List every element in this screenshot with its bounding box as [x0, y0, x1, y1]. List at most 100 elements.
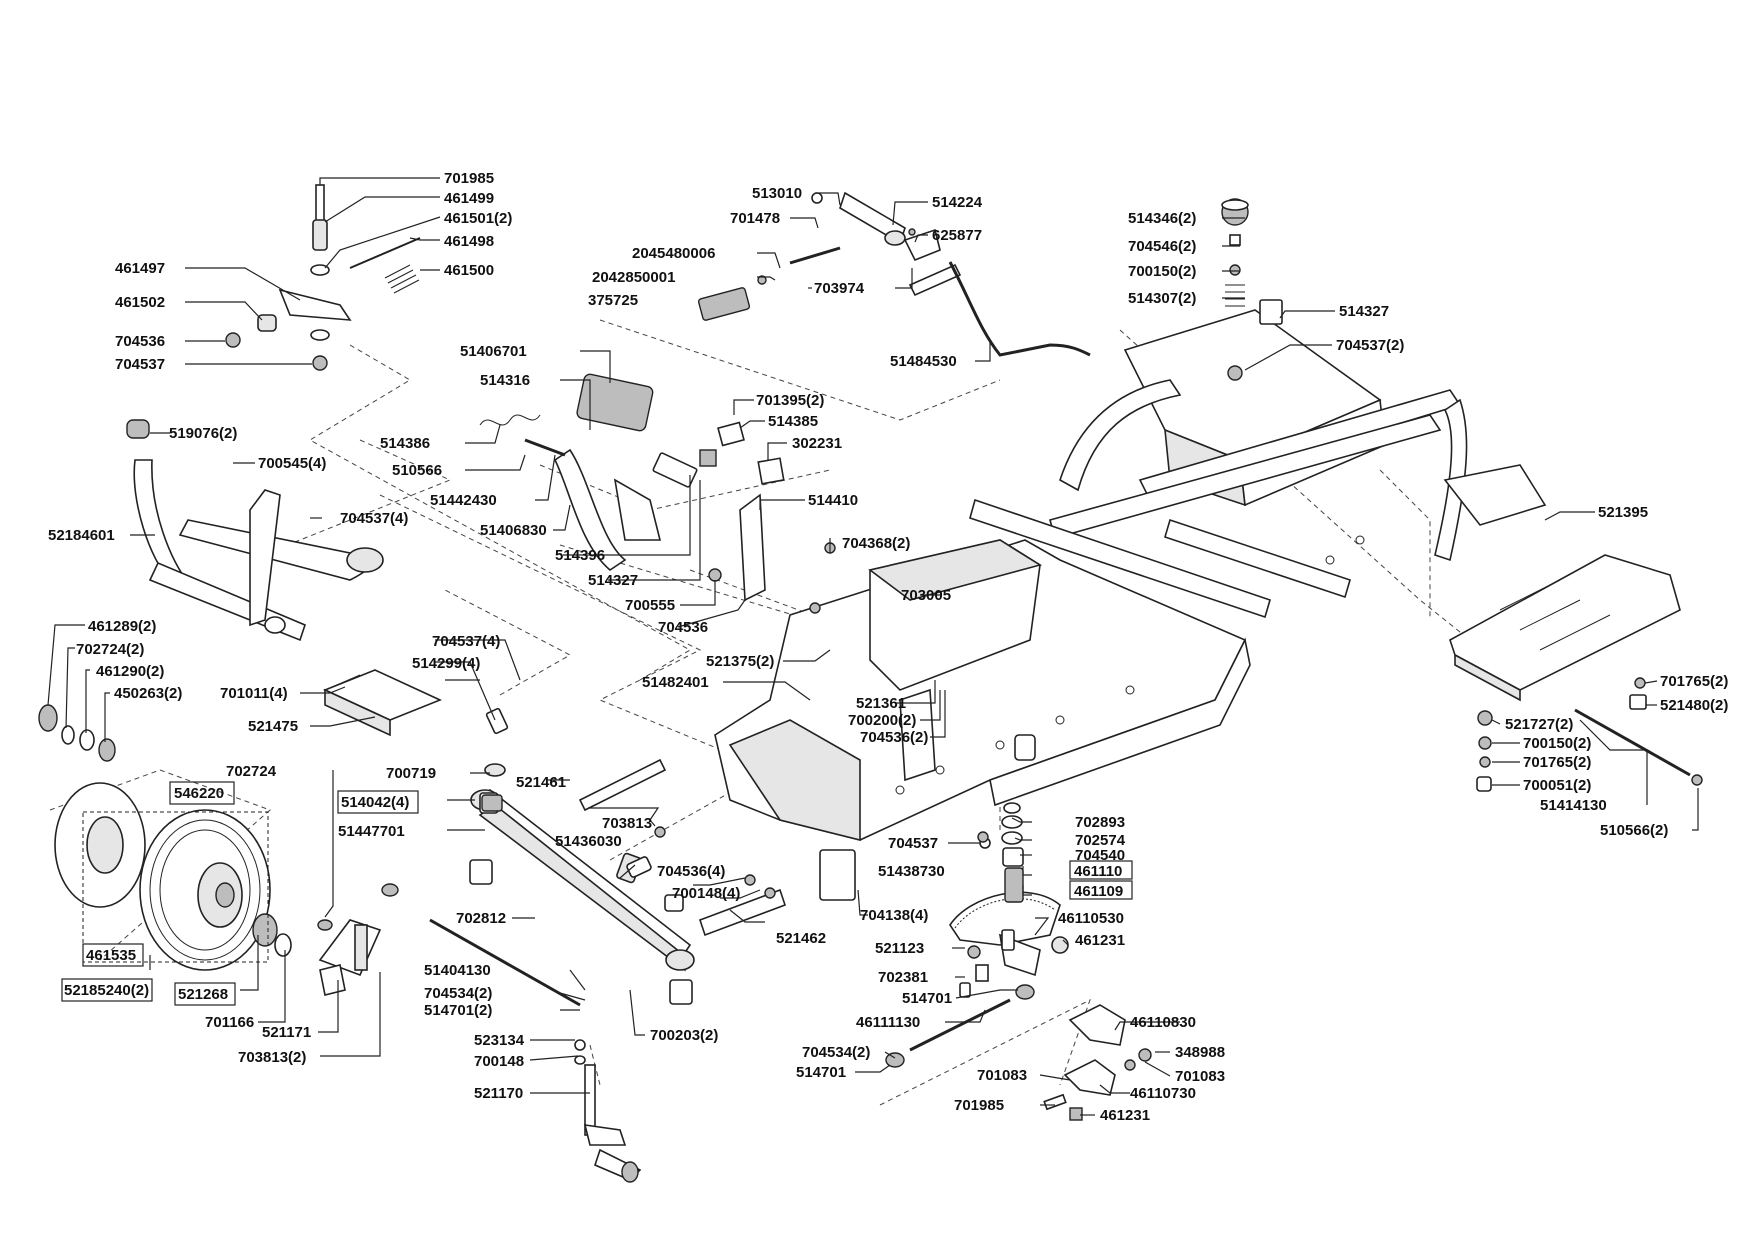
label-701166: 701166 [205, 1014, 254, 1031]
label-704546: 704546(2) [1128, 238, 1196, 255]
label-52184601: 52184601 [48, 527, 115, 544]
label-701011: 701011(4) [220, 685, 288, 702]
label-514327b: 514327 [1339, 303, 1389, 320]
label-702381: 702381 [878, 969, 928, 986]
label-704536b: 704536(4) [657, 863, 725, 880]
label-704537b: 704537(4) [340, 510, 408, 527]
label-701985a: 701985 [444, 170, 494, 187]
spindles-tie-rods [317, 883, 1035, 1183]
label-51438730: 51438730 [878, 863, 945, 880]
label-51447701: 51447701 [338, 823, 405, 840]
label-704536d: 704536(2) [860, 729, 928, 746]
label-700719: 700719 [386, 765, 436, 782]
label-514327a: 514327 [588, 572, 638, 589]
label-700545: 700545(4) [258, 455, 326, 472]
label-513010: 513010 [752, 185, 802, 202]
label-704537e: 704537 [888, 835, 938, 852]
label-701083b: 701083 [1175, 1068, 1225, 1085]
label-51404130: 51404130 [424, 962, 491, 979]
front-axle-51447701 [469, 789, 695, 1005]
label-704534a: 704534(2) [424, 985, 492, 1002]
label-702724a: 702724(2) [76, 641, 144, 658]
label-700555: 700555 [625, 597, 675, 614]
part-labels: 701985 461499 461501(2) 461498 461500 46… [48, 170, 1728, 1124]
label-514385: 514385 [768, 413, 818, 430]
label-700150a: 700150(2) [1128, 263, 1196, 280]
label-302231: 302231 [792, 435, 842, 452]
label-461498: 461498 [444, 233, 494, 250]
label-704537a: 704537 [115, 356, 165, 373]
label-704534b: 704534(2) [802, 1044, 870, 1061]
label-521171: 521171 [262, 1024, 311, 1041]
label-521361: 521361 [856, 695, 906, 712]
label-450263: 450263(2) [114, 685, 182, 702]
label-510566a: 510566 [392, 462, 442, 479]
label-523134: 523134 [474, 1032, 525, 1049]
label-51436030: 51436030 [555, 833, 622, 850]
label-521475: 521475 [248, 718, 298, 735]
label-461535: 461535 [86, 947, 136, 964]
label-700051: 700051(2) [1523, 777, 1591, 794]
label-701985b: 701985 [954, 1097, 1004, 1114]
label-2042850001: 2042850001 [592, 269, 675, 286]
label-702812: 702812 [456, 910, 506, 927]
height-adjuster [225, 184, 421, 371]
label-514224: 514224 [932, 194, 983, 211]
label-514701a: 514701(2) [424, 1002, 492, 1019]
label-461109: 461109 [1074, 883, 1123, 900]
label-461502: 461502 [115, 294, 165, 311]
label-51482401: 51482401 [642, 674, 709, 691]
label-46110730: 46110730 [1130, 1085, 1196, 1102]
label-46110530: 46110530 [1058, 910, 1124, 927]
label-704537d: 704537(2) [1336, 337, 1404, 354]
label-boxes [61, 781, 1133, 1006]
front-wheel-assembly [38, 704, 292, 971]
label-704536c: 704536 [658, 619, 708, 636]
label-702724b: 702724 [226, 763, 277, 780]
label-51414130: 51414130 [1540, 797, 1607, 814]
label-521170: 521170 [474, 1085, 523, 1102]
label-461501: 461501(2) [444, 210, 512, 227]
label-700150b: 700150(2) [1523, 735, 1591, 752]
label-461289: 461289(2) [88, 618, 156, 635]
label-514386: 514386 [380, 435, 430, 452]
label-521375: 521375(2) [706, 653, 774, 670]
label-461499: 461499 [444, 190, 494, 207]
label-703974: 703974 [814, 280, 865, 297]
label-625877: 625877 [932, 227, 982, 244]
label-700203: 700203(2) [650, 1027, 718, 1044]
label-348988: 348988 [1175, 1044, 1225, 1061]
seat-brackets [697, 191, 1091, 357]
label-704536a: 704536 [115, 333, 165, 350]
label-701083a: 701083 [977, 1067, 1027, 1084]
label-461110: 461110 [1074, 863, 1122, 880]
label-52185240: 52185240(2) [64, 982, 149, 999]
label-514346: 514346(2) [1128, 210, 1196, 227]
label-514701b: 514701 [902, 990, 952, 1007]
label-51442430: 51442430 [430, 492, 497, 509]
label-701478: 701478 [730, 210, 780, 227]
label-514042: 514042(4) [341, 794, 409, 811]
label-546220: 546220 [174, 785, 224, 802]
label-461500: 461500 [444, 262, 494, 279]
label-51406830: 51406830 [480, 522, 547, 539]
label-703813b: 703813(2) [238, 1049, 306, 1066]
label-51484530: 51484530 [890, 353, 957, 370]
label-701765b: 701765(2) [1523, 754, 1591, 771]
label-510566b: 510566(2) [1600, 822, 1668, 839]
bumper-cap [126, 419, 150, 439]
leader-lines [47, 177, 1699, 1116]
label-701765a: 701765(2) [1660, 673, 1728, 690]
label-514396: 514396 [555, 547, 605, 564]
label-701395: 701395(2) [756, 392, 824, 409]
label-703005: 703005 [901, 587, 951, 604]
label-46110830: 46110830 [1130, 1014, 1196, 1031]
foot-plate-521395 [1449, 554, 1681, 702]
label-46111130: 46111130 [856, 1014, 920, 1031]
label-461497: 461497 [115, 260, 165, 277]
front-bumper-52184601 [126, 419, 384, 642]
label-521395: 521395 [1598, 504, 1648, 521]
steering-brackets [1043, 1004, 1152, 1121]
label-703813a: 703813 [602, 815, 652, 832]
label-704537c: 704537(4) [432, 633, 500, 650]
